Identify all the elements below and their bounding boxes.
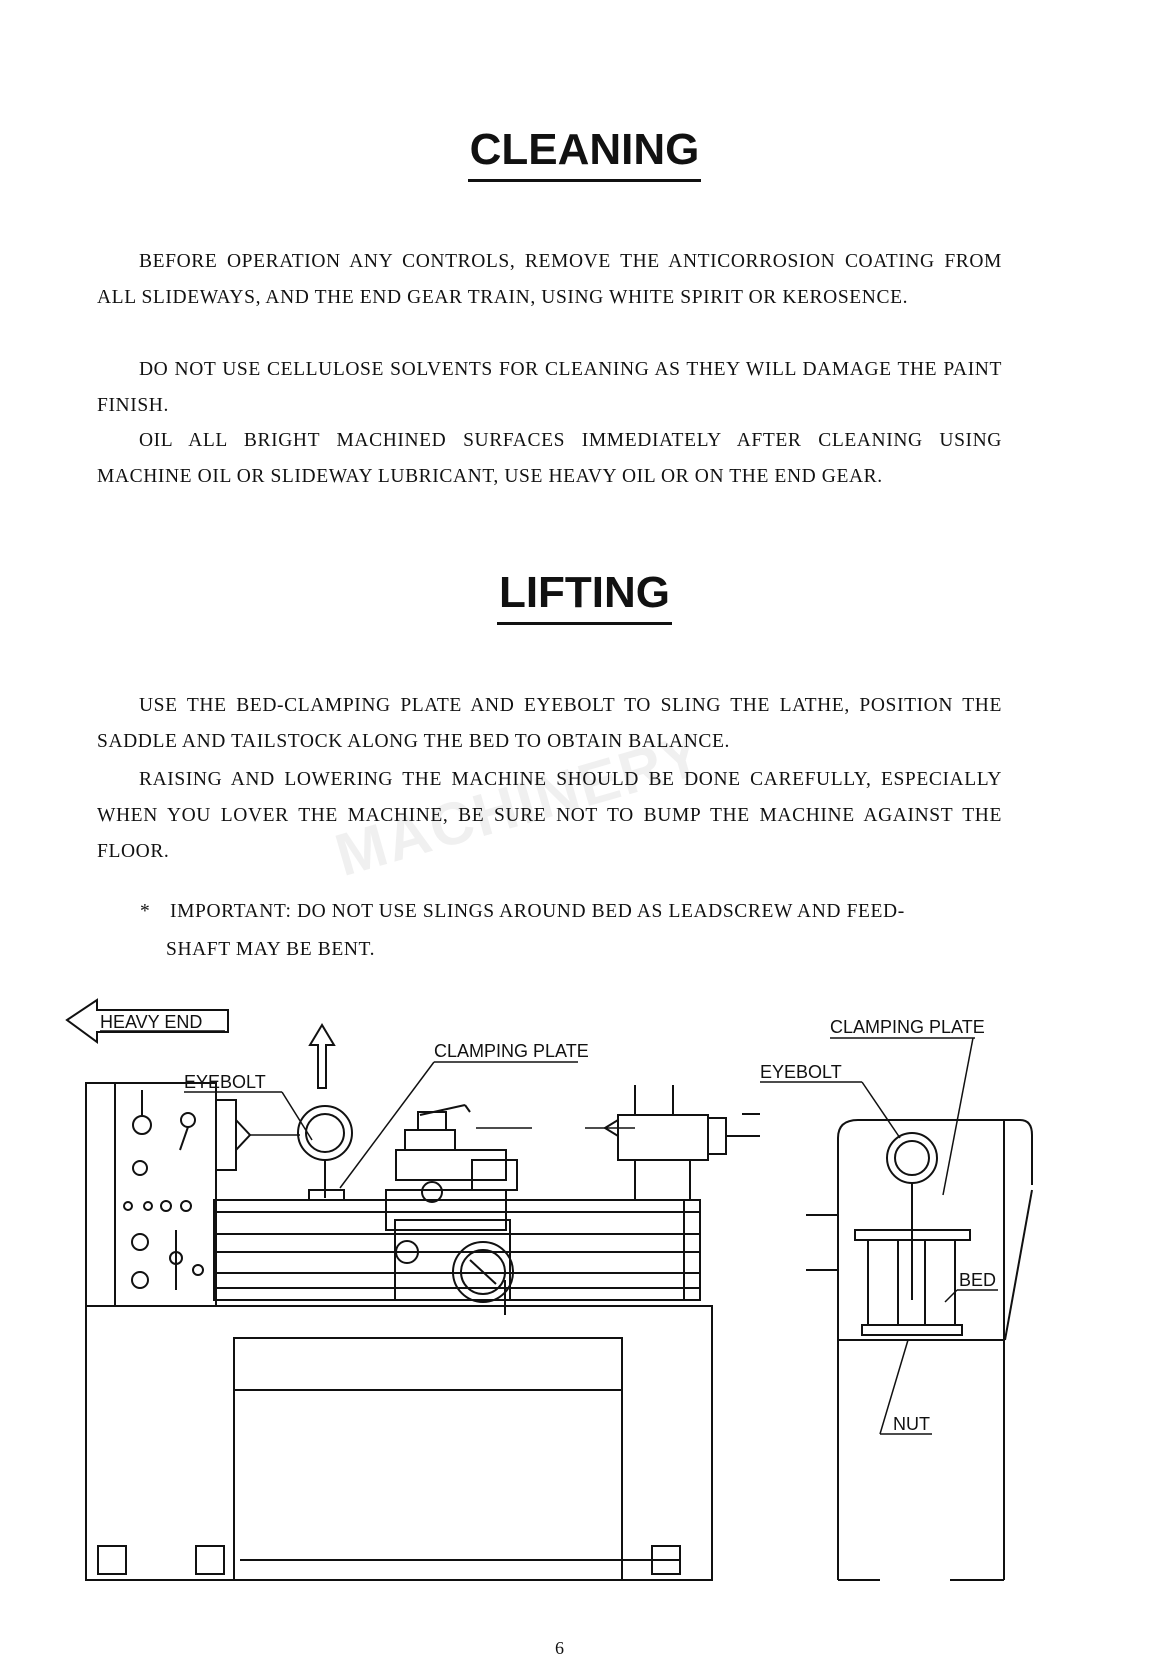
- cleaning-paragraph-1: BEFORE OPERATION ANY CONTROLS, REMOVE TH…: [97, 251, 1002, 308]
- eyebolt-label-left: EYEBOLT: [184, 1072, 266, 1092]
- heavy-end-label: HEAVY END: [100, 1012, 202, 1032]
- nut-label: NUT: [893, 1414, 930, 1434]
- lifting-paragraph-1: USE THE BED-CLAMPING PLATE AND EYEBOLT T…: [97, 695, 1002, 752]
- asterisk-mark: *: [140, 901, 151, 922]
- carriage: [385, 1104, 518, 1315]
- eyebolt-label-right: EYEBOLT: [760, 1062, 842, 1082]
- bed-label: BED: [959, 1270, 996, 1290]
- lathe-base-cabinet: [85, 1305, 713, 1581]
- lifting-paragraph-2: RAISING AND LOWERING THE MACHINE SHOULD …: [97, 769, 1002, 862]
- lathe-end-view: [806, 1119, 1033, 1581]
- lifting-heading: LIFTING: [0, 568, 1169, 625]
- tailstock: [603, 1085, 760, 1201]
- headstock: [85, 1082, 252, 1307]
- clamping-plate-label-left: CLAMPING PLATE: [434, 1041, 589, 1061]
- clamping-plate-label-right: CLAMPING PLATE: [830, 1017, 985, 1037]
- cleaning-paragraph-2: DO NOT USE CELLULOSE SOLVENTS FOR CLEANI…: [97, 359, 1002, 416]
- eyebolt-left: [297, 1105, 353, 1201]
- lift-up-arrow: [308, 1023, 336, 1089]
- lathe-lifting-diagram: HEAVY END EYEBOLT CLAMPING PLATE: [65, 998, 1033, 1581]
- important-note: *IMPORTANT: DO NOT USE SLINGS AROUND BED…: [140, 893, 980, 969]
- cleaning-paragraph-3: OIL ALL BRIGHT MACHINED SURFACES IMMEDIA…: [97, 430, 1002, 487]
- heavy-end-arrow: HEAVY END: [65, 998, 229, 1044]
- cleaning-heading: CLEANING: [0, 125, 1169, 182]
- page-number: 6: [555, 1638, 564, 1658]
